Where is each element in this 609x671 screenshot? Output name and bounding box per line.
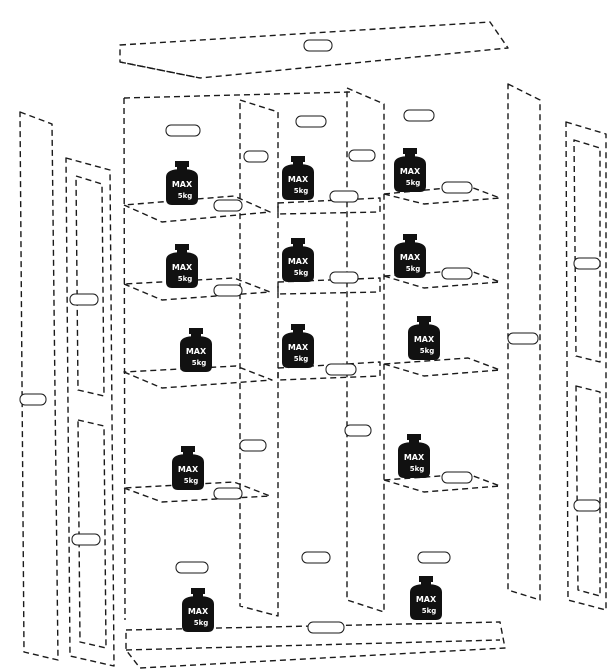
max-weight-badge: MAX 5kg [172, 446, 204, 490]
kettlebell-icon [282, 156, 314, 200]
max-weight-badge: MAX 5kg [282, 238, 314, 282]
dimension-tag [417, 551, 451, 564]
weight-badge-line1: MAX [414, 335, 435, 344]
kettlebell-icon [410, 576, 442, 620]
weight-badge-line1: MAX [404, 453, 425, 462]
dimension-tag [301, 551, 331, 564]
max-weight-badge: MAX 5kg [180, 328, 212, 372]
weight-badge-line1: MAX [416, 595, 437, 604]
weight-badge-line1: MAX [178, 465, 199, 474]
max-weight-badges: MAX5kgMAX5kgMAX5kgMAX5kgMAX5kgMAX5kgMAX5… [166, 148, 442, 632]
dimension-tag [507, 332, 539, 345]
weight-badge-line1: MAX [288, 175, 309, 184]
max-weight-badge: MAX 5kg [408, 316, 440, 360]
dimension-tag [441, 267, 473, 280]
dimension-tags [19, 39, 601, 634]
weight-badge-line2: 5kg [192, 359, 207, 367]
weight-badge-line1: MAX [400, 167, 421, 176]
kettlebell-icon [394, 148, 426, 192]
dimension-tag [441, 181, 473, 194]
weight-badge-line2: 5kg [406, 179, 421, 187]
kettlebell-icon [166, 161, 198, 205]
max-weight-badge: MAX 5kg [282, 324, 314, 368]
kettlebell-icon [282, 238, 314, 282]
max-weight-badge: MAX 5kg [166, 244, 198, 288]
max-weight-badge: MAX 5kg [394, 148, 426, 192]
weight-badge-line1: MAX [172, 180, 193, 189]
max-weight-badge: MAX 5kg [166, 161, 198, 205]
dimension-tag [441, 471, 473, 484]
kettlebell-icon [394, 234, 426, 278]
bottom-panel [125, 621, 506, 669]
dimension-tag [573, 499, 601, 512]
weight-badge-line1: MAX [188, 607, 209, 616]
cabinet-body [123, 83, 541, 621]
weight-badge-line2: 5kg [178, 275, 193, 283]
dimension-tag [329, 190, 359, 203]
weight-badge-line1: MAX [288, 257, 309, 266]
dimension-tag [213, 487, 243, 500]
max-weight-badge: MAX 5kg [394, 234, 426, 278]
kettlebell-icon [180, 328, 212, 372]
weight-badge-line2: 5kg [294, 269, 309, 277]
max-weight-badge: MAX 5kg [282, 156, 314, 200]
weight-badge-line2: 5kg [294, 355, 309, 363]
kettlebell-icon [172, 446, 204, 490]
dimension-tag [175, 561, 209, 574]
dimension-tag [71, 533, 101, 546]
dimension-tag [295, 115, 327, 128]
right-door [565, 121, 607, 611]
dimension-tag [307, 621, 345, 634]
weight-badge-line2: 5kg [406, 265, 421, 273]
kettlebell-icon [398, 434, 430, 478]
dimension-tag [344, 424, 372, 437]
kettlebell-icon [282, 324, 314, 368]
weight-badge-line2: 5kg [178, 192, 193, 200]
dimension-tag [239, 439, 267, 452]
kettlebell-icon [408, 316, 440, 360]
weight-badge-line1: MAX [186, 347, 207, 356]
dimension-tag [303, 39, 333, 52]
weight-badge-line1: MAX [172, 263, 193, 272]
kettlebell-icon [182, 588, 214, 632]
weight-badge-line2: 5kg [422, 607, 437, 615]
left-door [65, 157, 115, 667]
dimension-tag [243, 150, 269, 163]
dimension-tag [165, 124, 201, 137]
dimension-tag [329, 271, 359, 284]
dimension-tag [403, 109, 435, 122]
dimension-tag [213, 199, 243, 212]
dimension-tag [325, 363, 357, 376]
left-side-panel [19, 111, 59, 661]
weight-badge-line2: 5kg [194, 619, 209, 627]
max-weight-badge: MAX 5kg [182, 588, 214, 632]
weight-badge-line2: 5kg [184, 477, 199, 485]
weight-badge-line2: 5kg [420, 347, 435, 355]
max-weight-badge: MAX 5kg [410, 576, 442, 620]
dimension-tag [348, 149, 376, 162]
max-weight-badge: MAX 5kg [398, 434, 430, 478]
dimension-tag [213, 284, 243, 297]
kettlebell-icon [166, 244, 198, 288]
top-panel [119, 21, 509, 79]
dimension-tag [19, 393, 47, 406]
dimension-tag [573, 257, 601, 270]
weight-badge-line1: MAX [400, 253, 421, 262]
weight-badge-line2: 5kg [410, 465, 425, 473]
weight-badge-line1: MAX [288, 343, 309, 352]
weight-badge-line2: 5kg [294, 187, 309, 195]
dimension-tag [69, 293, 99, 306]
